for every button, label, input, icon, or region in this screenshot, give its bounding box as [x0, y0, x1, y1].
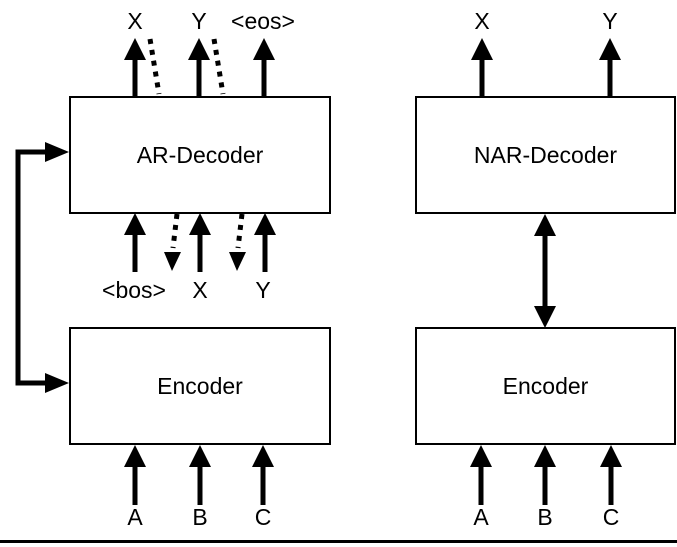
left-encoder-input-arrow-a [124, 445, 146, 505]
right-output-label-y: Y [602, 8, 618, 34]
left-feedback-dotted-top-y [211, 38, 226, 95]
left-decoder-input-arrow-x [189, 213, 211, 272]
left-output-arrow-x [124, 38, 146, 96]
left-input-label-b: B [192, 504, 208, 530]
left-feedback-label-bos: <bos> [102, 277, 166, 303]
left-encoder-box: Encoder [69, 327, 331, 445]
right-output-arrow-y [599, 38, 621, 96]
right-input-label-b: B [537, 504, 553, 530]
right-encoder-input-arrow-a [470, 445, 492, 505]
left-feedback-dotted-arrow-y [229, 213, 246, 271]
left-decoder-input-arrow-y [254, 213, 276, 272]
left-output-label-x: X [127, 8, 143, 34]
left-decoder-input-arrow-bos [124, 213, 146, 272]
right-encoder-input-arrow-c [600, 445, 622, 505]
left-encoder-label: Encoder [157, 372, 243, 399]
left-output-arrow-y [188, 38, 210, 96]
left-output-label-y: Y [191, 8, 207, 34]
left-feedback-dotted-top-x [147, 38, 162, 95]
left-feedback-dotted-arrow-x [164, 213, 181, 271]
nar-decoder-encoder-double-arrow [534, 214, 556, 328]
right-input-label-c: C [602, 504, 620, 530]
nar-decoder-label: NAR-Decoder [473, 141, 618, 168]
right-encoder-input-arrow-b [534, 445, 556, 505]
bottom-rule [0, 540, 677, 543]
left-input-label-a: A [127, 504, 143, 530]
left-output-label-eos: <eos> [231, 8, 295, 34]
left-encoder-input-arrow-c [252, 445, 274, 505]
left-feedback-label-x: X [192, 277, 208, 303]
right-output-label-x: X [474, 8, 490, 34]
right-encoder-box: Encoder [415, 327, 676, 445]
encoder-to-ar-decoder-connector [15, 142, 69, 393]
ar-decoder-box: AR-Decoder [69, 96, 331, 214]
left-encoder-input-arrow-b [189, 445, 211, 505]
right-encoder-label: Encoder [502, 372, 589, 399]
right-input-label-a: A [473, 504, 489, 530]
right-output-arrow-x [471, 38, 493, 96]
ar-decoder-label: AR-Decoder [136, 141, 264, 168]
left-feedback-label-y: Y [255, 277, 271, 303]
left-input-label-c: C [254, 504, 272, 530]
left-output-arrow-eos [253, 38, 275, 96]
nar-decoder-box: NAR-Decoder [415, 96, 676, 214]
